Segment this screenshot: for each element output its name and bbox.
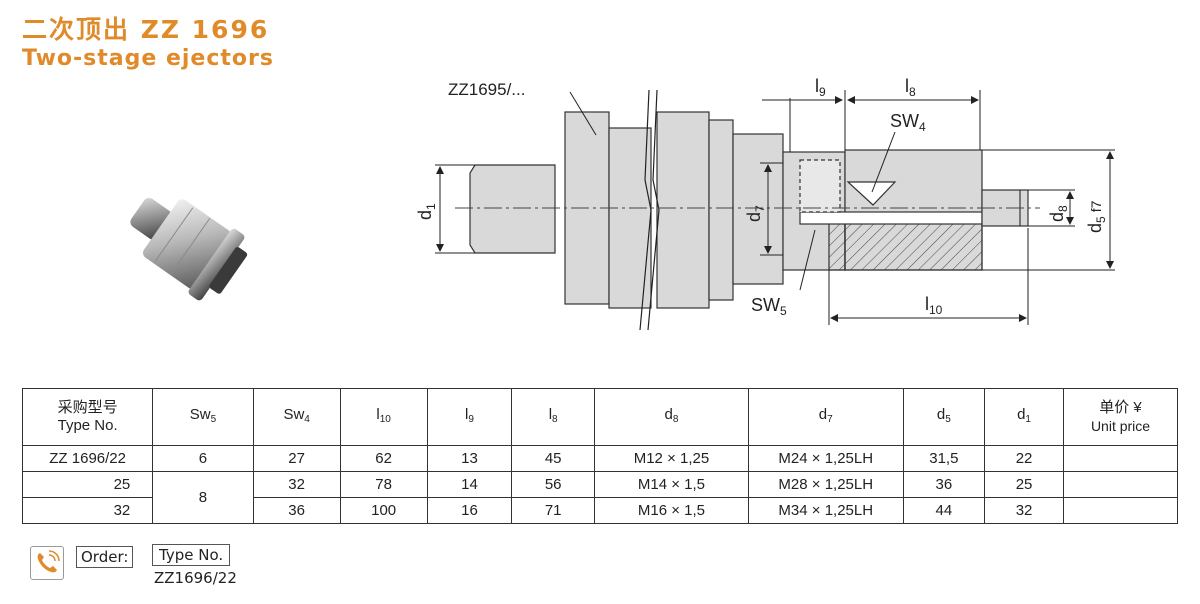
table-header-row: 采购型号 Type No. Sw5 Sw4 l10 l9 l8 d8 d7 d5… (21, 388, 1178, 446)
header-d7: d7 (747, 388, 904, 446)
cell-price (1063, 497, 1178, 524)
cell-d1: 22 (984, 445, 1065, 472)
cell-l8: 71 (511, 497, 596, 524)
cell-l10: 62 (339, 445, 428, 472)
cell-d7: M24 × 1,25LH (747, 445, 904, 472)
d8-label: d8 (1047, 205, 1070, 222)
header-type-en: Type No. (57, 417, 118, 434)
header-l9: l9 (426, 388, 513, 446)
header-price-cn: 单价 ¥ (1099, 399, 1142, 416)
cell-type: 25 (21, 471, 154, 498)
technical-drawing: ZZ1695/... l9 l8 SW4 SW5 l10 d1 d7 d8 d5… (415, 76, 1115, 331)
l9-label: l9 (815, 76, 826, 99)
header-l10: l10 (339, 388, 428, 446)
sw4-label: SW4 (890, 111, 926, 134)
cell-l9: 14 (426, 471, 513, 498)
phone-icon (30, 546, 64, 580)
header-sw5: Sw5 (152, 388, 254, 446)
l10-label: l10 (925, 294, 943, 317)
header-d5: d5 (902, 388, 986, 446)
table-row: 25 8 32 78 14 56 M14 × 1,5 M28 × 1,25LH … (21, 471, 1178, 524)
cell-d8: M16 × 1,5 (594, 497, 749, 524)
cell-type: ZZ 1696/22 (21, 445, 154, 472)
order-section: Order: Type No. ZZ1696/22 (30, 542, 430, 592)
cell-l9: 16 (426, 497, 513, 524)
cell-d8: M12 × 1,25 (594, 445, 749, 472)
spec-table: 采购型号 Type No. Sw5 Sw4 l10 l9 l8 d8 d7 d5… (21, 388, 1178, 524)
order-type-value: ZZ1696/22 (154, 569, 237, 587)
header-l8: l8 (511, 388, 596, 446)
header-sw4: Sw4 (252, 388, 341, 446)
cell-sw4: 27 (252, 445, 341, 472)
cell-d7: M34 × 1,25LH (747, 497, 904, 524)
d5-label: d5f7 (1085, 200, 1108, 233)
cell-price (1063, 471, 1178, 498)
cell-d8: M14 × 1,5 (594, 471, 749, 498)
table-row: ZZ 1696/22 6 27 62 13 45 M12 × 1,25 M24 … (21, 445, 1178, 472)
ref-label: ZZ1695/... (448, 80, 525, 99)
cell-l10: 100 (339, 497, 428, 524)
cell-d5: 36 (902, 471, 986, 498)
cell-d1: 32 (984, 497, 1065, 524)
cell-sw4: 32 (252, 471, 341, 498)
header-price-en: Unit price (1090, 418, 1151, 434)
cell-d5: 31,5 (902, 445, 986, 472)
order-label: Order: (76, 546, 134, 568)
cell-type: 32 (21, 497, 154, 524)
header-d1: d1 (984, 388, 1065, 446)
header-type-cn: 采购型号 (57, 399, 118, 416)
sw5-label: SW5 (751, 295, 787, 318)
cell-sw4: 36 (252, 497, 341, 524)
product-photo (130, 197, 248, 301)
page-title-en: Two-stage ejectors (22, 46, 274, 71)
header-unit-price: 单价 ¥ Unit price (1063, 388, 1178, 446)
cell-price (1063, 445, 1178, 472)
d1-label: d1 (415, 203, 438, 220)
cell-d7: M28 × 1,25LH (747, 471, 904, 498)
cell-l8: 45 (511, 445, 596, 472)
cell-l8: 56 (511, 471, 596, 498)
cell-d5: 44 (902, 497, 986, 524)
table-row: 32 36 100 16 71 M16 × 1,5 M34 × 1,25LH 4… (21, 497, 1178, 524)
cell-d1: 25 (984, 471, 1065, 498)
cell-sw5: 8 (152, 471, 254, 524)
order-type-label: Type No. (152, 544, 231, 566)
cell-l9: 13 (426, 445, 513, 472)
l8-label: l8 (905, 76, 916, 99)
page-title-cn: 二次顶出 ZZ 1696 (22, 15, 270, 44)
d7-label: d7 (744, 205, 767, 222)
header-d8: d8 (594, 388, 749, 446)
cell-sw5: 6 (152, 445, 254, 472)
cell-l10: 78 (339, 471, 428, 498)
header-type: 采购型号 Type No. (21, 388, 154, 446)
